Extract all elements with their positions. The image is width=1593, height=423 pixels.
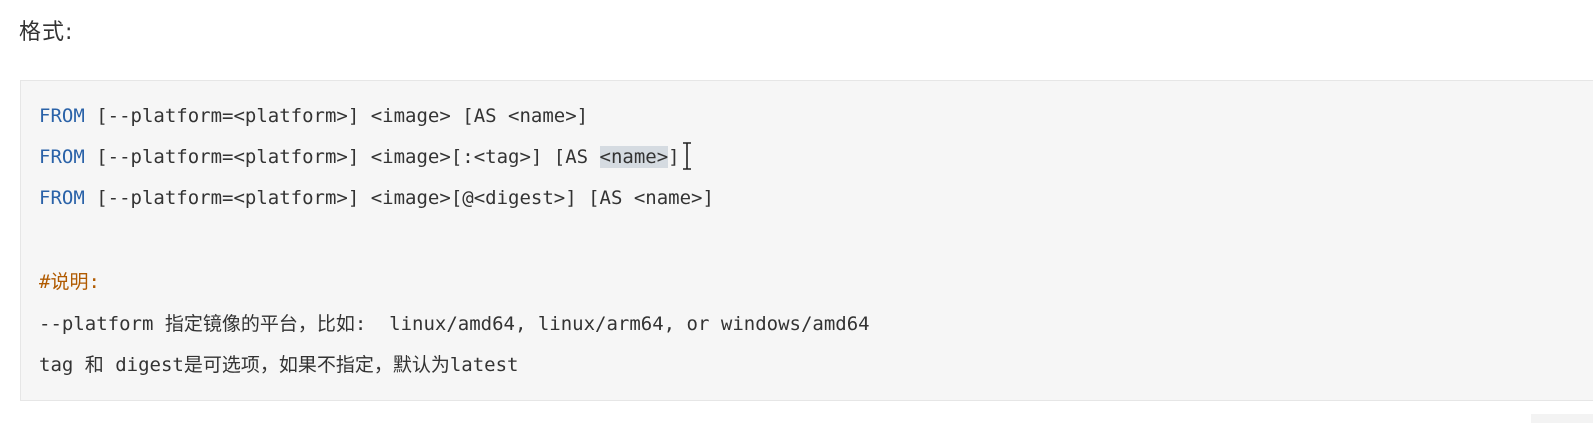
code-comment: #说明: [39,271,100,293]
code-line-1: FROM [--platform=<platform>] <image> [AS… [39,103,588,129]
code-block[interactable]: FROM [--platform=<platform>] <image> [AS… [20,80,1593,401]
code-line-text: [--platform=<platform>] <image> [AS <nam… [84,105,589,127]
code-line-text: [--platform=<platform>] <image>[@<digest… [84,187,714,209]
code-line-2: FROM [--platform=<platform>] <image>[:<t… [39,142,691,170]
scrollbar-corner [1531,414,1593,423]
keyword-from: FROM [39,187,85,209]
code-line-text-end: ] [668,146,680,168]
code-note-tag-digest: tag 和 digest是可选项，如果不指定，默认为latest [39,354,519,376]
keyword-from: FROM [39,105,85,127]
section-heading: 格式: [19,20,74,45]
code-line-3: FROM [--platform=<platform>] <image>[@<d… [39,185,714,211]
keyword-from: FROM [39,146,85,168]
code-line-text: [--platform=<platform>] <image>[:<tag>] … [84,146,600,168]
code-note-platform: --platform 指定镜像的平台，比如: linux/amd64, linu… [39,313,870,335]
selected-text: <name> [599,146,669,168]
